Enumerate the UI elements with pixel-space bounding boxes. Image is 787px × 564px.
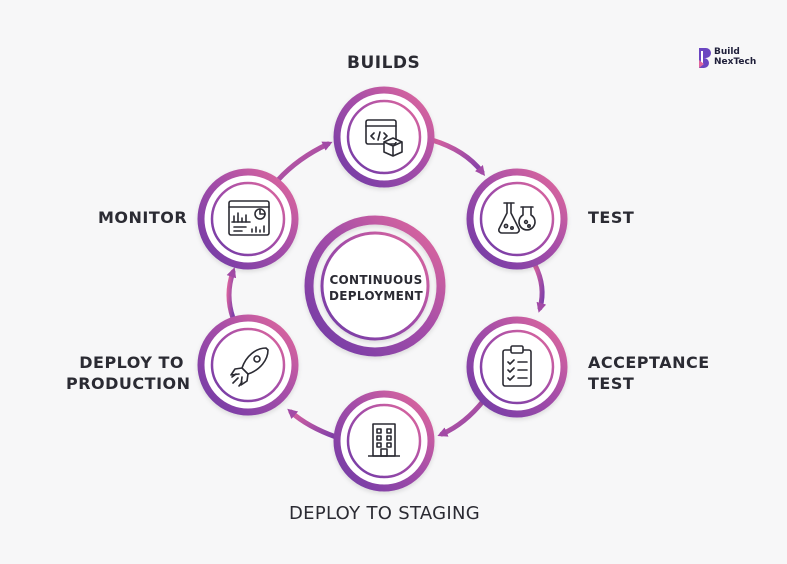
center-ring bbox=[304, 215, 446, 357]
stage-ring-test bbox=[466, 168, 568, 270]
arrow-staging-to-production bbox=[287, 408, 339, 440]
stage-label-acceptance: ACCEPTANCE TEST bbox=[588, 352, 710, 394]
arrow-builds-to-test bbox=[429, 137, 486, 176]
code-window-box-icon bbox=[365, 119, 403, 157]
dashboard-chart-icon bbox=[228, 200, 270, 236]
arrow-monitor-to-builds bbox=[275, 141, 333, 183]
stage-label-acceptance-line2: TEST bbox=[588, 374, 635, 393]
checklist-clipboard-icon bbox=[502, 345, 532, 387]
flasks-icon bbox=[498, 202, 536, 234]
logo-line2: NexTech bbox=[714, 57, 757, 67]
stage-ring-production bbox=[197, 314, 299, 416]
stage-label-production-line2: PRODUCTION bbox=[66, 374, 191, 393]
center-label: CONTINUOUS DEPLOYMENT bbox=[316, 272, 436, 304]
rocket-icon bbox=[230, 347, 269, 387]
logo-text: Build NexTech bbox=[714, 47, 756, 67]
logo-line1: Build bbox=[714, 47, 740, 57]
stage-label-production-line1: DEPLOY TO bbox=[79, 353, 184, 372]
stage-label-acceptance-line1: ACCEPTANCE bbox=[588, 353, 710, 372]
build-nextech-logo: Build NexTech bbox=[697, 46, 767, 70]
arrow-acceptance-to-staging bbox=[437, 397, 487, 437]
arrow-test-to-acceptance bbox=[532, 262, 547, 313]
stage-ring-acceptance bbox=[466, 316, 568, 418]
stage-label-test: TEST bbox=[588, 208, 635, 227]
stage-ring-staging bbox=[333, 390, 435, 492]
stage-label-staging: DEPLOY TO STAGING bbox=[289, 503, 481, 524]
stage-ring-monitor bbox=[197, 168, 299, 270]
stage-ring-builds bbox=[333, 86, 435, 188]
stage-label-production: DEPLOY TO PRODUCTION bbox=[66, 352, 191, 394]
building-icon bbox=[368, 423, 400, 457]
build-nextech-logo-mark bbox=[699, 48, 711, 68]
center-label-line1: CONTINUOUS bbox=[329, 273, 423, 287]
cycle-arrows bbox=[226, 137, 547, 440]
arrow-production-to-monitor bbox=[226, 267, 237, 321]
stage-label-builds: BUILDS bbox=[347, 53, 421, 73]
stage-label-monitor: MONITOR bbox=[98, 208, 188, 227]
center-label-line2: DEPLOYMENT bbox=[328, 289, 423, 303]
